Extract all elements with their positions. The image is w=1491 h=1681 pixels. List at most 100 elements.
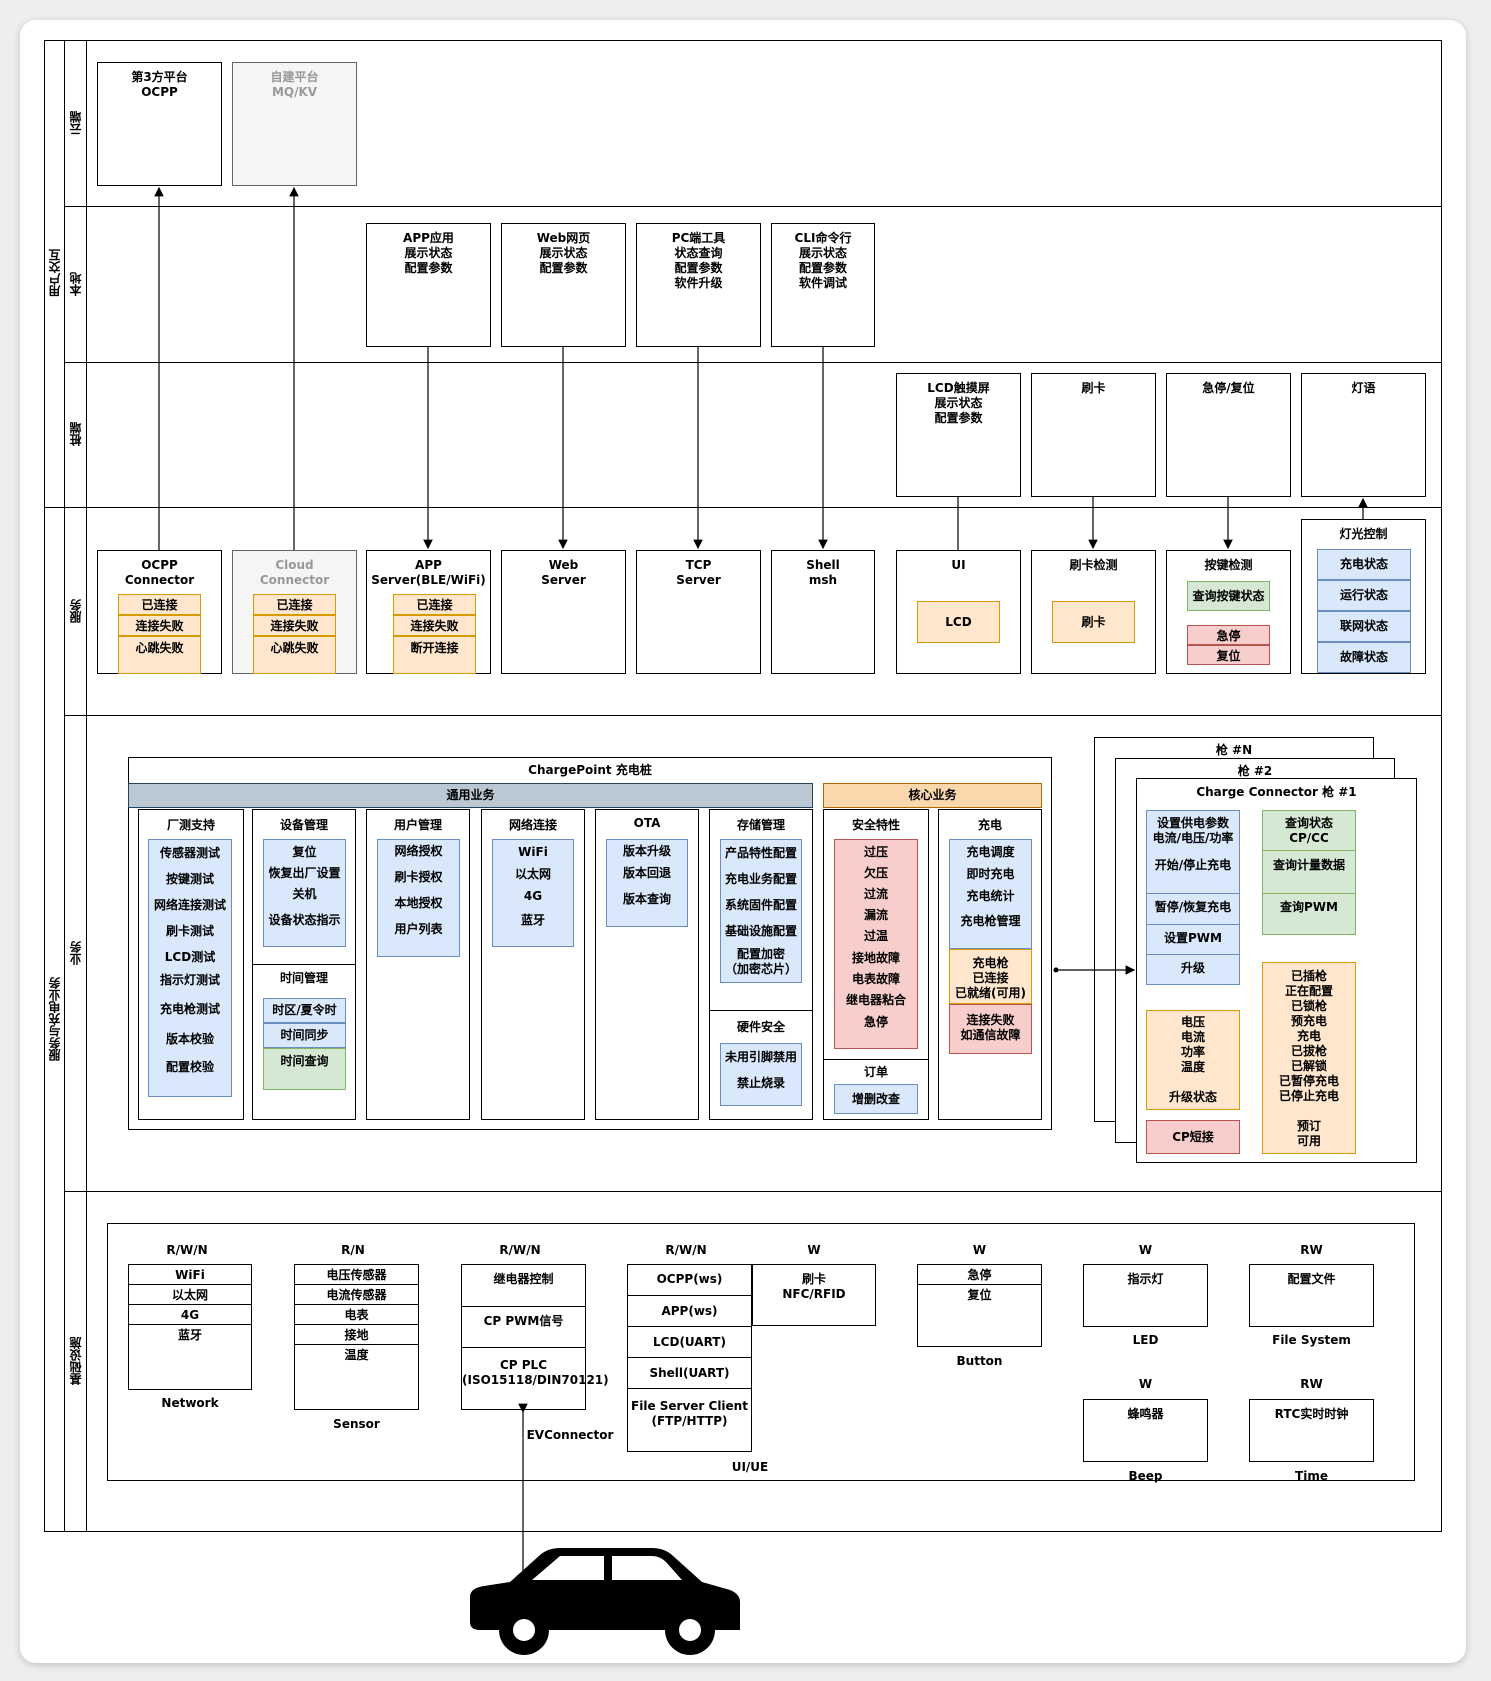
pile-estop: 急停/复位 [1166, 373, 1291, 497]
pile-card: 刷卡 [1031, 373, 1156, 497]
device-item: 关机 [292, 887, 317, 901]
user-item: 用户列表 [394, 922, 443, 936]
connector-query: 查询PWM [1280, 900, 1338, 914]
svc-app-state: 断开连接 [393, 636, 476, 674]
general-business-header: 通用业务 [128, 783, 813, 808]
time-item: 时间查询 [263, 1048, 346, 1090]
connector-cp-short: CP短接 [1146, 1120, 1240, 1154]
infra-ev-caption: EVConnector [526, 1428, 614, 1442]
network-item: 4G [523, 889, 543, 903]
svc-card-item: 刷卡 [1052, 601, 1135, 643]
svc-key-query: 查询按键状态 [1187, 581, 1270, 611]
svc-light-item: 联网状态 [1317, 611, 1411, 642]
infra-ev-connector: 继电器控制 CP PWM信号 CP PLC (ISO15118/DIN70121… [461, 1264, 609, 1410]
storage-item: 系统固件配置 [724, 898, 797, 912]
infra-mode: R/W/N [166, 1243, 208, 1257]
storage-item: 充电业务配置 [724, 872, 797, 886]
chargepoint-title: ChargePoint 充电桩 [528, 763, 652, 777]
svc-app-state: 已连接 [393, 594, 476, 615]
factory-item: 配置校验 [165, 1060, 214, 1074]
local-app: APP应用 展示状态 配置参数 [366, 223, 491, 347]
safety-item: 欠压 [863, 866, 888, 880]
pile-lcd: LCD触摸屏 展示状态 配置参数 [896, 373, 1021, 497]
infra-button-caption: Button [956, 1354, 1003, 1368]
svc-light-item: 故障状态 [1317, 642, 1411, 673]
factory-item: 按键测试 [165, 872, 214, 886]
safety-item: 急停 [863, 1015, 888, 1029]
infra-network-caption: Network [161, 1396, 219, 1410]
network-item: 蓝牙 [520, 913, 545, 927]
charge-item: 充电调度 [966, 845, 1015, 859]
svc-app-state: 连接失败 [393, 615, 476, 636]
connector-cmd: 暂停/恢复充电 [1154, 900, 1232, 914]
core-business-header: 核心业务 [823, 783, 1042, 808]
safety-item: 电表故障 [851, 972, 900, 986]
infra-sensor-caption: Sensor [333, 1417, 380, 1431]
infra-mode: W [972, 1243, 987, 1257]
svc-light-item: 充电状态 [1317, 549, 1411, 580]
hwsec-item: 未用引脚禁用 [724, 1050, 797, 1064]
hwsec-item: 禁止烧录 [736, 1076, 785, 1090]
infra-fs-caption: File System [1272, 1333, 1351, 1347]
hwsec-title: 硬件安全 [736, 1020, 785, 1034]
user-item: 网络授权 [394, 844, 443, 858]
network-item: 以太网 [514, 867, 551, 881]
infra-uiue: OCPP(ws) APP(ws) LCD(UART) Shell(UART) F… [627, 1264, 752, 1452]
infra-fs: 配置文件 [1249, 1264, 1374, 1327]
infra-mode: R/W/N [499, 1243, 541, 1257]
infra-beep-caption: Beep [1128, 1469, 1163, 1483]
connector-query: 查询状态 CP/CC [1284, 816, 1333, 845]
gun-n-title: 枪 #N [1215, 743, 1253, 757]
infra-mode: W [1138, 1243, 1153, 1257]
svc-ocpp-state: 心跳失败 [118, 636, 201, 674]
storage-item: 产品特性配置 [724, 846, 797, 860]
infra-nfc: 刷卡 NFC/RFID [752, 1264, 876, 1326]
user-item: 刷卡授权 [394, 870, 443, 884]
connector-cmd: 开始/停止充电 [1154, 858, 1232, 872]
local-pc-tool: PC端工具 状态查询 配置参数 软件升级 [636, 223, 761, 347]
infra-mode: RW [1300, 1243, 1323, 1257]
safety-item: 接地故障 [851, 951, 900, 965]
local-web: Web网页 展示状态 配置参数 [501, 223, 626, 347]
svc-ui-lcd: LCD [917, 601, 1000, 643]
storage-item: 配置加密 （加密芯片） [724, 947, 797, 976]
connector-states: 已插枪 正在配置 已锁枪 预充电 充电 已拔枪 已解锁 已暂停充电 已停止充电 … [1262, 962, 1356, 1154]
svc-card-detect: 刷卡检测 [1031, 550, 1156, 674]
factory-item: 传感器测试 [159, 846, 220, 860]
safety-item: 漏流 [863, 908, 888, 922]
outer-frame [44, 40, 1442, 1532]
infra-rtc: RTC实时时钟 [1249, 1399, 1374, 1462]
safety-item: 过温 [863, 929, 888, 943]
factory-item: 刷卡测试 [165, 924, 214, 938]
connector-cmd: 设置供电参数 电流/电压/功率 [1152, 816, 1234, 845]
charge-state-connected: 充电枪 已连接 已就绪(可用) [949, 949, 1032, 1004]
gun-1-title: Charge Connector 枪 #1 [1196, 785, 1357, 799]
infra-mode: R/N [341, 1243, 365, 1257]
time-title: 时间管理 [279, 971, 328, 985]
device-item: 复位 [292, 845, 317, 859]
ota-item: 版本回退 [622, 866, 671, 880]
svc-cloud-state: 已连接 [253, 594, 336, 615]
cloud-ocpp-platform: 第3方平台 OCPP [97, 62, 222, 186]
safety-item: 过压 [863, 845, 888, 859]
infra-network: WiFi 以太网 4G 蓝牙 [128, 1264, 252, 1390]
local-cli: CLI命令行 展示状态 配置参数 软件调试 [771, 223, 875, 347]
infra-mode: R/W/N [665, 1243, 707, 1257]
svc-tcp-server: TCP Server [636, 550, 761, 674]
connector-cmd: 设置PWM [1164, 931, 1222, 945]
factory-item: 网络连接测试 [153, 898, 226, 912]
connector-measure: 电压 电流 功率 温度 升级状态 [1146, 1010, 1240, 1110]
charge-state-failed: 连接失败 如通信故障 [949, 1004, 1032, 1054]
charge-item: 充电统计 [966, 889, 1015, 903]
factory-item: LCD测试 [164, 950, 216, 964]
factory-item: 充电枪测试 [159, 1002, 220, 1016]
connector-cmd: 升级 [1180, 961, 1205, 975]
infra-beep: 蜂鸣器 [1083, 1399, 1208, 1462]
infra-sensor: 电压传感器 电流传感器 电表 接地 温度 [294, 1264, 419, 1410]
storage-item: 基础设施配置 [724, 924, 797, 938]
order-item: 增删改查 [834, 1084, 918, 1114]
infra-mode: W [807, 1243, 821, 1257]
infra-led: 指示灯 [1083, 1264, 1208, 1327]
charge-item: 充电枪管理 [960, 914, 1021, 928]
infra-led-caption: LED [1132, 1333, 1159, 1347]
